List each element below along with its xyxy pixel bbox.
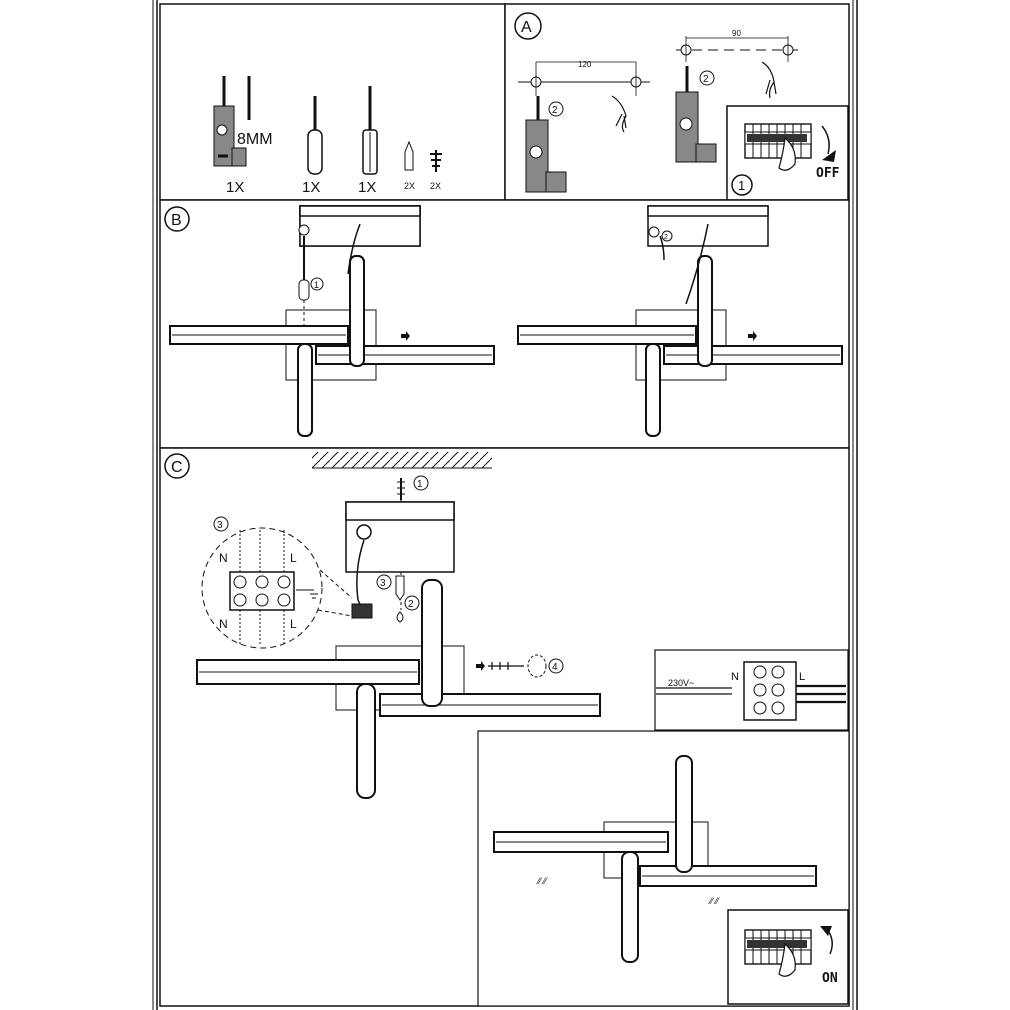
screw-qty-label: 2X bbox=[430, 181, 441, 191]
phillips-screwdriver-qty-label: 1X bbox=[358, 179, 376, 196]
tools-panel: 8MM 1X 1X 1X 2X 2X bbox=[159, 3, 506, 201]
drill-icon-a-right bbox=[675, 66, 717, 163]
step-wire-b: 2 bbox=[664, 234, 668, 241]
section-c-letter: C bbox=[171, 459, 183, 476]
arrow-icon-b-right bbox=[748, 331, 757, 341]
lamp-assembly-c bbox=[196, 501, 601, 799]
wire-icon-b-right bbox=[659, 223, 709, 305]
hole-spacing-right-diagram bbox=[676, 36, 800, 62]
step-breaker-off: 1 bbox=[738, 178, 745, 193]
flat-screwdriver-qty-label: 1X bbox=[302, 179, 320, 196]
step-cover: 4 bbox=[552, 662, 558, 673]
terminal-l-top: L bbox=[290, 551, 297, 565]
screw-icon-b bbox=[298, 236, 310, 330]
section-c-panel: C 1 bbox=[159, 447, 850, 1007]
screw-icon bbox=[430, 150, 442, 172]
connector-n-label: N bbox=[731, 671, 739, 683]
terminal-n-top: N bbox=[219, 551, 228, 565]
section-a-panel: A 120 2 90 bbox=[504, 3, 850, 201]
step-connect-callout: 3 bbox=[217, 520, 223, 531]
connector-l-label: L bbox=[799, 671, 805, 683]
step-plug: 2 bbox=[408, 599, 414, 610]
light-rays-icon-left: ⁄⁄ ⁄⁄ bbox=[536, 876, 548, 886]
hole-spacing-left-diagram bbox=[518, 61, 650, 96]
switch-off-arrowhead-icon bbox=[822, 150, 836, 162]
ceiling-hatch bbox=[312, 452, 492, 468]
step-drill-right: 2 bbox=[703, 74, 709, 85]
terminal-l-bottom: L bbox=[290, 617, 297, 631]
terminal-n-bottom: N bbox=[219, 617, 228, 631]
switch-off-arrow-icon bbox=[821, 125, 830, 155]
terminal-zoom-callout bbox=[201, 527, 353, 649]
step-screw-b: 1 bbox=[314, 280, 319, 290]
voltage-label: 230V~ bbox=[668, 678, 694, 688]
hole-spacing-right-value: 90 bbox=[732, 29, 741, 38]
arrow-icon-b-left bbox=[401, 331, 410, 341]
section-a-letter: A bbox=[521, 19, 532, 36]
breaker-off-label: OFF bbox=[816, 166, 840, 181]
step-ceiling-screw: 1 bbox=[417, 479, 423, 490]
hole-spacing-left-value: 120 bbox=[578, 60, 592, 69]
mains-cable-icon bbox=[656, 687, 732, 695]
light-rays-icon-right: ⁄⁄ ⁄⁄ bbox=[708, 896, 720, 906]
drill-qty-label: 1X bbox=[226, 179, 244, 196]
connector-block-icon bbox=[743, 661, 846, 721]
installed-lamp bbox=[493, 755, 817, 963]
drill-icon bbox=[213, 76, 247, 167]
breaker-on-label: ON bbox=[822, 971, 838, 986]
step-connect: 3 bbox=[380, 578, 386, 589]
arrow-icon-c bbox=[476, 661, 485, 671]
section-b-letter: B bbox=[171, 212, 182, 229]
wall-plug-qty-label: 2X bbox=[404, 181, 415, 191]
cable-icon-a-left bbox=[611, 95, 627, 133]
drill-icon-a-left bbox=[525, 96, 567, 193]
section-b-panel: B 1 2 bbox=[159, 199, 850, 449]
drill-size-label: 8MM bbox=[237, 131, 273, 148]
terminal-block-c-icon bbox=[351, 603, 373, 619]
cover-screw-icon bbox=[488, 662, 524, 670]
step-drill-left: 2 bbox=[552, 105, 558, 116]
switch-on-arrowhead-icon bbox=[820, 926, 832, 936]
cable-icon-a-right bbox=[761, 61, 777, 99]
flat-screwdriver-icon bbox=[307, 96, 323, 175]
wire-icon-b-left bbox=[347, 223, 361, 275]
phillips-screwdriver-icon bbox=[362, 86, 378, 175]
wall-plug-c-icon bbox=[395, 575, 405, 623]
wall-plug-icon bbox=[404, 140, 414, 171]
